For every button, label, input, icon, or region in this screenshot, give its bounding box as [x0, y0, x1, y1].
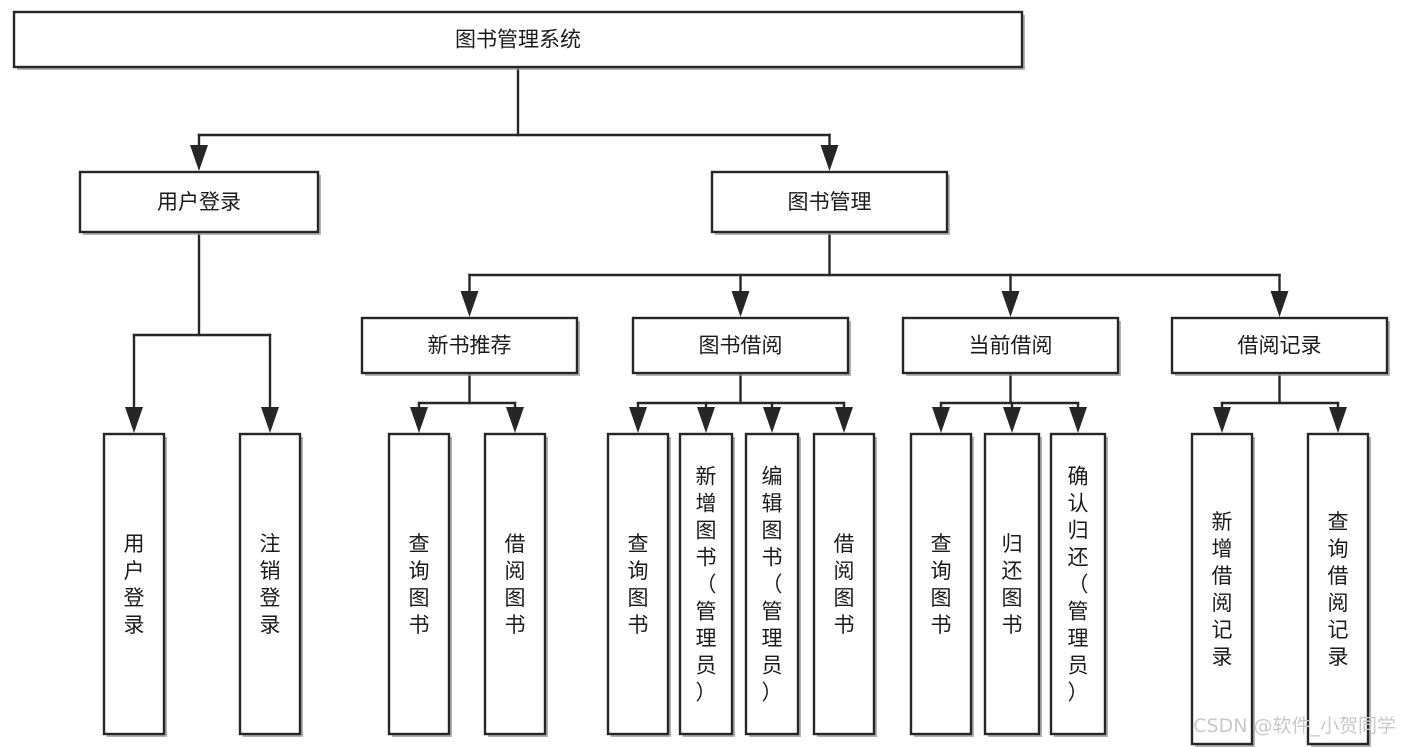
- node-borrow-edit-book[interactable]: 编辑图书（管理员）: [744, 432, 801, 737]
- node-records-add[interactable]: 新增借阅记录: [1190, 432, 1255, 747]
- arrow-head-icon: [1003, 407, 1021, 433]
- node-user-login-leaf[interactable]: 用户登录: [102, 432, 167, 737]
- node-borrow-query-book[interactable]: 查询图书: [606, 432, 671, 737]
- arrow-head-icon: [261, 407, 279, 433]
- node-book-management[interactable]: 图书管理: [710, 170, 950, 235]
- node-new-book-recommend[interactable]: 新书推荐: [360, 316, 580, 376]
- arrow-head-icon: [1213, 407, 1231, 433]
- node-label: 归还图书: [1002, 532, 1023, 637]
- node-label: 新书推荐: [428, 334, 512, 358]
- node-current-return-book[interactable]: 归还图书: [983, 432, 1042, 737]
- arrow-head-icon: [835, 407, 853, 433]
- node-label: 借阅图书: [834, 532, 855, 637]
- arrow-head-icon: [763, 407, 781, 433]
- arrow-head-icon: [460, 291, 479, 317]
- arrow-head-icon: [1270, 291, 1289, 317]
- node-book-borrow[interactable]: 图书借阅: [631, 316, 851, 376]
- arrow-head-icon: [1001, 291, 1020, 317]
- node-label: 当前借阅: [969, 334, 1053, 358]
- node-layer: 图书管理系统用户登录图书管理用户登录注销登录新书推荐图书借阅当前借阅借阅记录查询…: [12, 10, 1390, 747]
- csdn-watermark: CSDN @软件_小贺同学: [1193, 715, 1396, 737]
- arrow-head-icon: [820, 145, 839, 171]
- arrow-head-icon: [697, 407, 715, 433]
- node-label: 借阅记录: [1238, 334, 1322, 358]
- node-borrow-add-book[interactable]: 新增图书（管理员）: [678, 432, 735, 737]
- node-records-query[interactable]: 查询借阅记录: [1306, 432, 1371, 747]
- arrow-head-icon: [125, 407, 143, 433]
- node-label: 用户登录: [157, 190, 241, 214]
- node-label: 查询图书: [931, 532, 952, 637]
- arrow-head-icon: [629, 407, 647, 433]
- node-recommend-query-book[interactable]: 查询图书: [387, 432, 452, 737]
- node-label: 借阅图书: [505, 532, 526, 637]
- node-label: 确认归还（管理员）: [1068, 465, 1089, 705]
- arrow-head-icon: [190, 145, 208, 171]
- node-recommend-borrow-book[interactable]: 借阅图书: [483, 432, 548, 737]
- arrow-head-icon: [731, 291, 750, 317]
- connector-layer: [125, 65, 1347, 433]
- node-label: 查询借阅记录: [1328, 510, 1349, 669]
- node-label: 注销登录: [260, 532, 281, 637]
- arrow-head-icon: [1329, 407, 1347, 433]
- arrow-head-icon: [410, 407, 428, 433]
- node-current-query-book[interactable]: 查询图书: [909, 432, 974, 737]
- node-borrow-borrow-book[interactable]: 借阅图书: [812, 432, 877, 737]
- node-label: 新增借阅记录: [1212, 510, 1233, 669]
- arrow-head-icon: [506, 407, 524, 433]
- node-user-login[interactable]: 用户登录: [78, 170, 321, 235]
- node-user-logout-leaf[interactable]: 注销登录: [238, 432, 303, 737]
- node-current-confirm-return[interactable]: 确认归还（管理员）: [1049, 432, 1108, 737]
- node-label: 查询图书: [628, 532, 649, 637]
- node-label: 新增图书（管理员）: [696, 465, 717, 705]
- node-label: 图书管理: [788, 190, 872, 214]
- node-root[interactable]: 图书管理系统: [12, 10, 1025, 70]
- arrow-head-icon: [932, 407, 950, 433]
- arrow-head-icon: [1069, 407, 1087, 433]
- node-label: 图书管理系统: [455, 28, 581, 52]
- node-label: 用户登录: [124, 532, 145, 637]
- node-borrow-records[interactable]: 借阅记录: [1170, 316, 1390, 376]
- node-current-borrow[interactable]: 当前借阅: [901, 316, 1121, 376]
- node-label: 编辑图书（管理员）: [762, 465, 783, 705]
- node-label: 查询图书: [409, 532, 430, 637]
- node-label: 图书借阅: [699, 334, 783, 358]
